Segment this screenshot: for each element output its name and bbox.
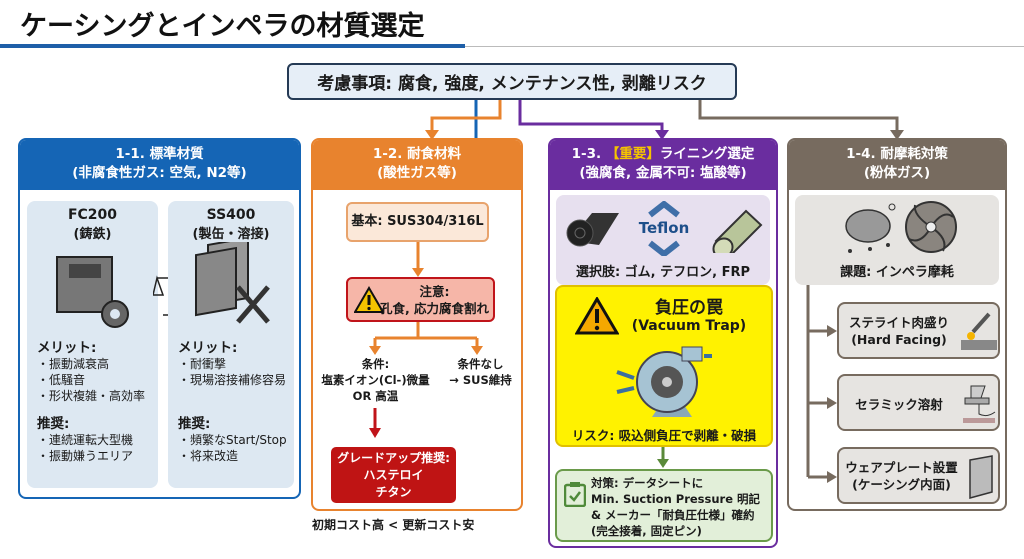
panel-title-number: 1-3. [571, 146, 602, 162]
vacuum-trap-box: 負圧の罠 (Vacuum Trap) リスク: 吸込側負圧で剥離・破損 [555, 285, 773, 447]
countermeasure-line: 対策: データシートに [591, 476, 704, 490]
condition-line: OR 高温 [352, 389, 399, 403]
pump-icon [616, 346, 712, 417]
upgrade-line: ハステロイ [363, 468, 424, 482]
no-condition-line: 条件なし [457, 357, 504, 371]
flow-arrows [369, 242, 483, 438]
panel-title: 1-2. 耐食材料 [372, 146, 462, 162]
countermeasure-box: 対策: データシートに Min. Suction Pressure 明記 & メ… [555, 469, 773, 542]
rubber-roll-icon [566, 213, 619, 247]
option-label: ウェアプレート設置 [845, 460, 958, 475]
recommend-item: ・振動嫌うエリア [37, 449, 134, 463]
caution-heading: 注意: [419, 284, 450, 299]
panel-title: 1-4. 耐摩耗対策 [846, 146, 948, 162]
material-name: SS400 [206, 207, 256, 223]
divider [465, 46, 1024, 47]
condition-line: 塩素イオン(Cl-)微量 [321, 373, 430, 387]
spray-gun-icon [963, 385, 996, 423]
card-fc200: FC200 (鋳鉄) メリット: ・振動減衰高 ・低騒音 ・形状複雑・高効率 推… [27, 201, 158, 488]
card-ss400: SS400 (製缶・溶接) メリット: ・耐衝撃 ・現場溶接補修容易 推奨: ・… [168, 201, 294, 488]
considerations-box: 考慮事項: 腐食, 強度, メンテナンス性, 剥離リスク [287, 63, 737, 100]
branch-lines [806, 285, 837, 483]
option-wear-plate: ウェアプレート設置 (ケーシング内面) [837, 447, 1000, 504]
teflon-label: Teflon [638, 219, 690, 237]
merit-item: ・形状複雑・高効率 [37, 389, 146, 403]
impeller-icon [905, 201, 957, 253]
material-name: FC200 [67, 207, 118, 223]
no-condition-line: → SUS維持 [449, 373, 512, 387]
caution-box: 注意: 孔食, 応力腐食割れ [346, 277, 495, 322]
vacuum-trap-subheading: (Vacuum Trap) [631, 318, 747, 334]
merit-heading: メリット: [37, 340, 97, 356]
welding-torch-icon [961, 312, 997, 350]
option-label: セラミック溶射 [855, 397, 943, 412]
panel-wear-resistance: 1-4. 耐摩耗対策 (粉体ガス) 課題: インペラ摩耗 ステライト肉盛り (Ha… [787, 138, 1007, 511]
panel-title: ライニング選定 [659, 146, 755, 162]
caution-text: 孔食, 応力腐食割れ [379, 301, 490, 316]
material-sub: (製缶・溶接) [192, 227, 270, 242]
cost-note: 初期コスト高 < 更新コスト安 [312, 518, 475, 532]
panel-subtitle: (強腐食, 金属不可: 塩酸等) [579, 165, 747, 181]
material-sub: (鋳鉄) [73, 227, 112, 242]
important-tag: 【重要】 [605, 146, 660, 162]
wear-issue-text: 課題: インペラ摩耗 [840, 265, 954, 280]
wear-plate-icon [969, 455, 993, 499]
teflon-logo: Teflon [634, 201, 694, 256]
recommend-heading: 推奨: [178, 416, 211, 432]
wear-issue-card: 課題: インペラ摩耗 [795, 195, 999, 285]
option-hard-facing: ステライト肉盛り (Hard Facing) [837, 302, 1000, 359]
basic-material-box: 基本: SUS304/316L [346, 202, 489, 242]
panel-subtitle: (非腐食性ガス: 空気, N2等) [72, 165, 247, 181]
condition-text: 条件: 塩素イオン(Cl-)微量 OR 高温 [313, 356, 438, 404]
vacuum-trap-heading: 負圧の罠 [655, 298, 723, 318]
recommend-item: ・連続運転大型機 [37, 433, 134, 447]
option-sublabel: (Hard Facing) [851, 332, 947, 347]
option-ceramic-spray: セラミック溶射 [837, 374, 1000, 431]
option-label: ステライト肉盛り [848, 315, 949, 330]
warning-icon [575, 297, 619, 335]
down-arrow [657, 447, 669, 468]
upgrade-box: グレードアップ推奨: ハステロイ チタン [331, 447, 456, 503]
lining-options-text: 選択肢: ゴム, テフロン, FRP [575, 265, 751, 280]
frp-pipe-icon [712, 209, 763, 253]
panel-standard-materials: 1-1. 標準材質 (非腐食性ガス: 空気, N2等) FC200 (鋳鉄) メ… [18, 138, 301, 499]
warning-icon [354, 286, 384, 313]
title-underline [0, 44, 465, 48]
upgrade-line: グレードアップ推奨: [337, 451, 450, 465]
countermeasure-line: & メーカー「耐負圧仕様」確約 [591, 508, 755, 522]
recommend-item: ・将来改造 [178, 449, 239, 463]
steel-plate-wrench-icon [195, 236, 270, 324]
clipboard-check-icon [564, 482, 586, 507]
no-condition-text: 条件なし → SUS維持 [438, 356, 521, 388]
risk-text: リスク: 吸込側負圧で剥離・破損 [571, 428, 757, 443]
recommend-item: ・頻繁なStart/Stop [178, 433, 287, 447]
condition-line: 条件: [361, 357, 390, 371]
merit-item: ・低騒音 [37, 373, 86, 387]
lining-options-card: Teflon 選択肢: ゴム, テフロン, FRP [556, 195, 770, 285]
panel-subtitle: (粉体ガス) [863, 165, 931, 181]
option-sublabel: (ケーシング内面) [852, 477, 951, 492]
cast-iron-block-icon [56, 256, 129, 328]
countermeasure-line: Min. Suction Pressure 明記 [591, 492, 761, 506]
page-title: ケーシングとインペラの材質選定 [20, 11, 425, 42]
merit-item: ・振動減衰高 [37, 357, 110, 371]
upgrade-line: チタン [375, 485, 412, 499]
panel-title: 1-1. 標準材質 [115, 146, 204, 162]
merit-item: ・耐衝撃 [178, 357, 227, 371]
panel-subtitle: (酸性ガス等) [377, 165, 457, 181]
panel-lining-selection: 1-3. 【重要】ライニング選定 (強腐食, 金属不可: 塩酸等) Teflon… [548, 138, 778, 548]
merit-heading: メリット: [178, 340, 238, 356]
countermeasure-line: (完全接着, 固定ピン) [591, 524, 702, 538]
panel-corrosion-resistant: 1-2. 耐食材料 (酸性ガス等) 基本: SUS304/316L 注意: 孔食… [311, 138, 523, 511]
merit-item: ・現場溶接補修容易 [178, 373, 287, 387]
recommend-heading: 推奨: [37, 416, 70, 432]
dust-cloud-icon [845, 203, 896, 253]
